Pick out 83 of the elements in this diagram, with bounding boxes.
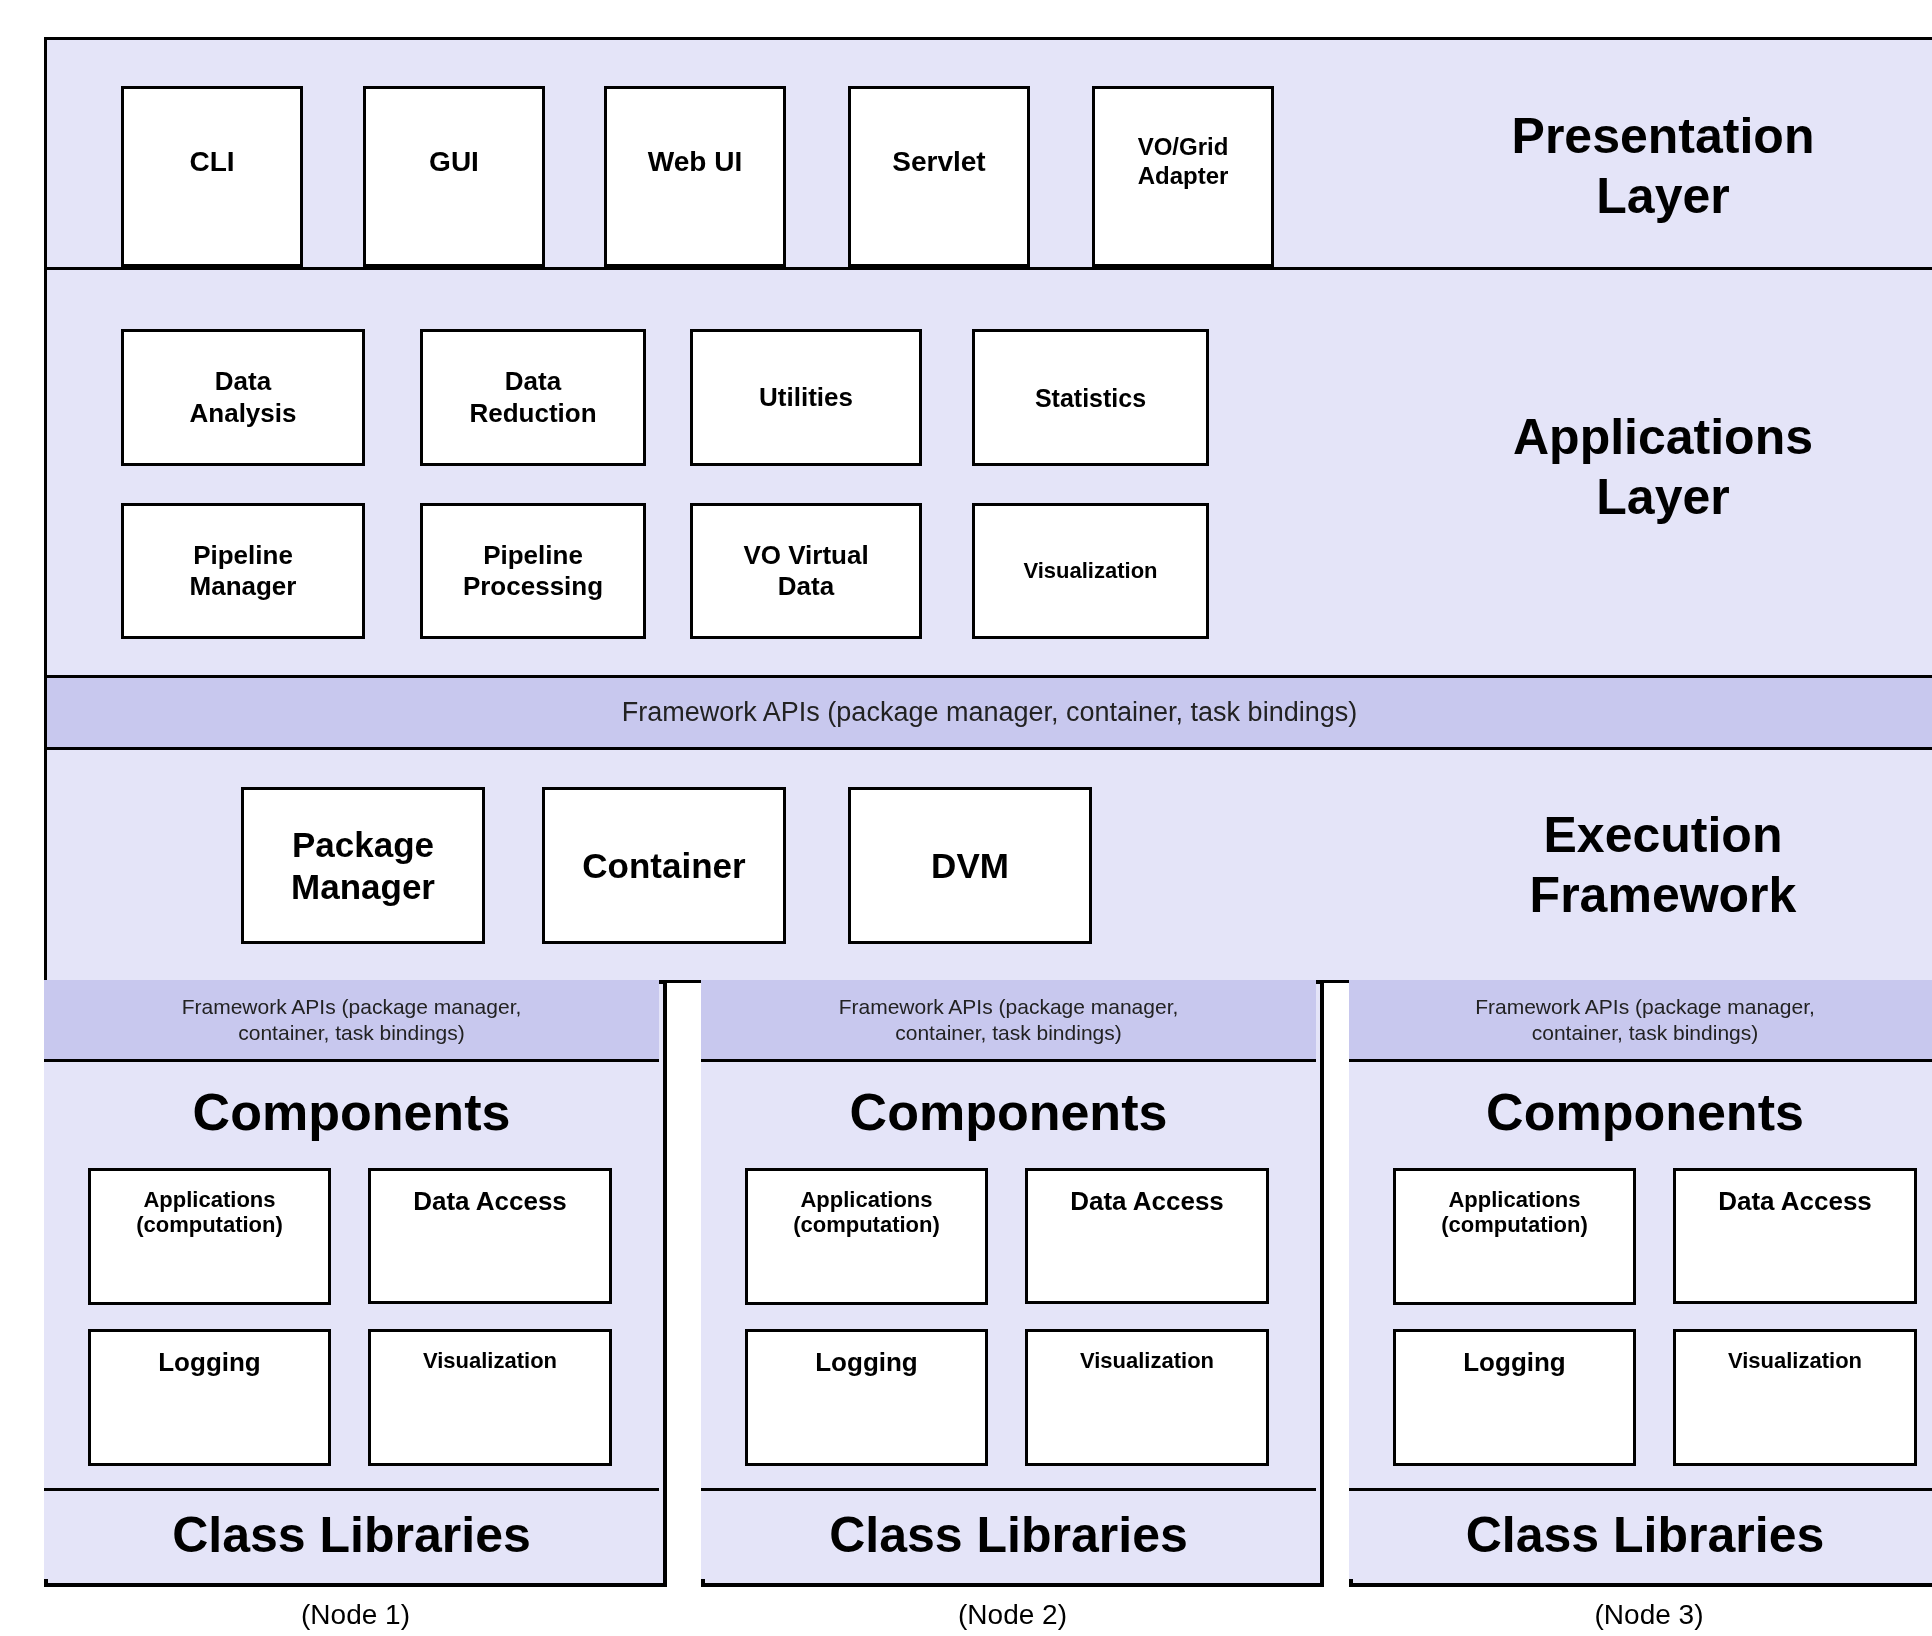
box-label: Web UI (646, 144, 744, 179)
component-box (1673, 1329, 1917, 1466)
interface-box (848, 86, 1030, 267)
box-label: Utilities (758, 381, 854, 414)
box-label: Pipeline Manager (188, 539, 298, 603)
node-column (1349, 980, 1932, 1587)
api-label: Framework APIs (package manager, container, task bindings) (180, 994, 523, 1045)
band-label: Class Libraries (829, 1506, 1188, 1564)
box-label: Data Access (1717, 1187, 1873, 1217)
application-box (690, 329, 922, 466)
box-label: Data Analysis (188, 366, 298, 429)
box-label: Visualization (1726, 1348, 1864, 1374)
box-label: Visualization (1078, 1348, 1216, 1374)
box-label: DVM (930, 844, 1010, 887)
api-label: Framework APIs (package manager, container, task bindings) (1474, 994, 1816, 1045)
layer-title: Applications Layer (1512, 408, 1814, 527)
component-box (88, 1168, 331, 1305)
application-box (420, 503, 646, 639)
box-label: Servlet (891, 144, 987, 179)
api-bar (701, 980, 1316, 1062)
box-label: Package Manager (290, 823, 436, 908)
box-label: Applications (computation) (135, 1187, 284, 1238)
api-bar (1349, 980, 1932, 1062)
application-box (690, 503, 922, 639)
class-libraries-band (1349, 1488, 1932, 1579)
interface-box (604, 86, 786, 267)
component-box (1393, 1168, 1636, 1305)
box-label: GUI (428, 144, 480, 179)
band-label: Class Libraries (172, 1506, 531, 1564)
api-bar (44, 980, 659, 1062)
box-label: Visualization (421, 1348, 559, 1374)
band-label: Class Libraries (1465, 1506, 1825, 1564)
application-box (121, 329, 365, 466)
application-box (972, 503, 1209, 639)
interface-box (1092, 86, 1274, 267)
layer-band (44, 267, 1932, 678)
layer-title: Presentation Layer (1510, 107, 1816, 226)
box-label: Logging (1462, 1348, 1567, 1378)
layer-band (44, 747, 1932, 983)
box-label: Data Access (1069, 1187, 1225, 1217)
component-box (1393, 1329, 1636, 1466)
box-label: Data Access (412, 1187, 568, 1217)
panel-heading: Components (191, 1082, 512, 1142)
node-caption: (Node 1) (300, 1599, 411, 1631)
api-label: Framework APIs (package manager, container, task bindings) (837, 994, 1180, 1045)
api-bar (44, 675, 1932, 750)
application-box (121, 503, 365, 639)
box-label: Statistics (1033, 382, 1148, 413)
component-box (1025, 1168, 1269, 1304)
interface-box (121, 86, 303, 267)
box-label: Applications (computation) (792, 1187, 941, 1238)
component-box (1673, 1168, 1917, 1304)
box-label: Container (581, 844, 747, 887)
layer-title: Execution Framework (1528, 806, 1798, 925)
panel-heading: Components (1485, 1082, 1805, 1142)
interface-box (363, 86, 545, 267)
box-label: VO Virtual Data (742, 539, 870, 603)
box-label: Pipeline Processing (461, 539, 605, 603)
framework-box (542, 787, 786, 944)
box-label: Data Reduction (468, 366, 598, 429)
box-label: VO/Grid Adapter (1136, 132, 1230, 191)
node-caption: (Node 2) (957, 1599, 1068, 1631)
component-box (745, 1168, 988, 1305)
component-box (745, 1329, 988, 1466)
component-box (88, 1329, 331, 1466)
component-box (368, 1168, 612, 1304)
application-box (972, 329, 1209, 466)
framework-box (848, 787, 1092, 944)
panel-heading: Components (848, 1082, 1169, 1142)
box-label: CLI (188, 144, 236, 179)
component-box (1025, 1329, 1269, 1466)
box-label: Logging (157, 1348, 262, 1378)
node-column (701, 980, 1324, 1587)
layer-band (44, 37, 1932, 270)
api-label: Framework APIs (package manager, container, task bindings) (621, 697, 1358, 728)
box-label: Visualization (1022, 557, 1159, 585)
framework-box (241, 787, 485, 944)
component-box (368, 1329, 612, 1466)
application-box (420, 329, 646, 466)
node-caption: (Node 3) (1593, 1599, 1705, 1631)
box-label: Logging (814, 1348, 919, 1378)
node-column (44, 980, 667, 1587)
box-label: Applications (computation) (1440, 1187, 1589, 1238)
